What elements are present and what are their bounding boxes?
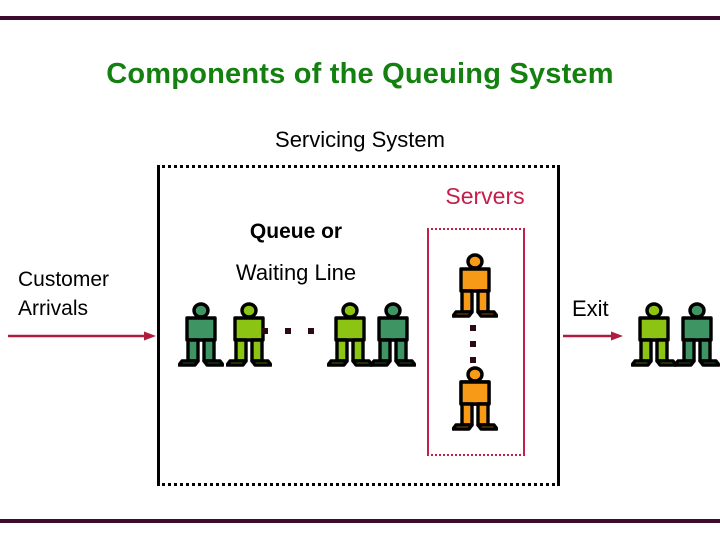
queue-person-2 [226, 301, 272, 369]
exit-person-1 [631, 301, 677, 369]
servers-ellipsis-dot [470, 325, 476, 331]
queue-label-line2: Waiting Line [235, 260, 357, 285]
queue-person-1 [178, 301, 224, 369]
server-person-1 [452, 252, 498, 320]
exit-label: Exit [572, 296, 609, 321]
queue-person-3 [327, 301, 373, 369]
queue-label-line1: Queue or [249, 220, 343, 243]
servers-ellipsis-dot [470, 341, 476, 347]
servers-ellipsis [470, 325, 476, 363]
queue-ellipsis-dot [308, 328, 314, 334]
servers-box [427, 228, 525, 456]
exit-arrow [563, 330, 623, 342]
bottom-divider-rule [0, 519, 720, 523]
queue-ellipsis-dot [262, 328, 268, 334]
customer-arrivals-line1: Customer [18, 268, 110, 291]
customer-arrivals-label: Customer Arrivals [18, 265, 158, 323]
queue-person-4 [370, 301, 416, 369]
servicing-system-box [157, 165, 560, 486]
servers-ellipsis-dot [470, 357, 476, 363]
queue-ellipsis-dot [285, 328, 291, 334]
customer-arrivals-arrow [8, 330, 156, 342]
customer-arrivals-line2: Arrivals [18, 297, 89, 320]
page-title: Components of the Queuing System [106, 58, 614, 90]
exit-person-2 [674, 301, 720, 369]
servers-label: Servers [445, 183, 525, 209]
subtitle-servicing-system: Servicing System [275, 127, 445, 152]
server-person-2 [452, 365, 498, 433]
queue-ellipsis [262, 328, 314, 334]
top-divider-rule [0, 16, 720, 20]
